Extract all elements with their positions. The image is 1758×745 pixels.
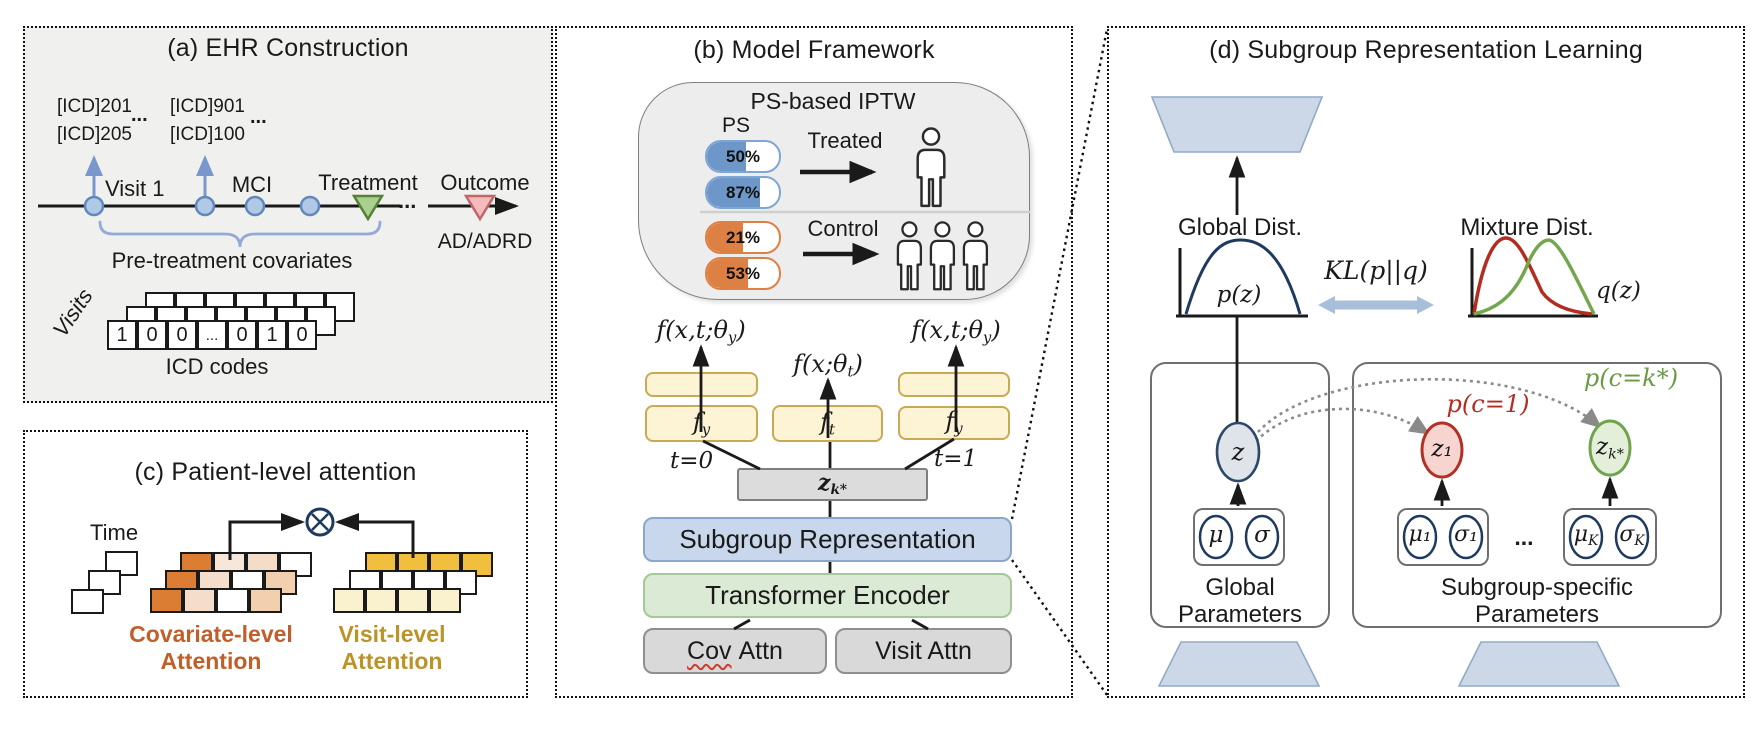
kl-label: KL(p||q) <box>1324 256 1428 285</box>
ps-pill-4: 53% <box>705 257 781 290</box>
matrix-cell: 1 <box>257 320 287 350</box>
sigma-label: σ <box>1254 522 1270 548</box>
iptw-title: PS-based IPTW <box>750 88 916 114</box>
ft-label: ft <box>820 408 835 439</box>
ps-pill-2: 87% <box>705 176 781 209</box>
icd-dots-1: ... <box>131 104 148 126</box>
icd-code-4: [ICD]100 <box>170 124 245 145</box>
ps-pill-3-fill <box>707 223 743 252</box>
ps-pill-3-label: 21% <box>725 227 761 247</box>
pretreatment-label: Pre-treatment covariates <box>111 248 353 273</box>
transformer-encoder-label: Transformer Encoder <box>705 580 950 610</box>
treatment-label: Treatment <box>318 170 418 195</box>
matrix-cell: 0 <box>167 320 197 350</box>
visit-attn-label: Visit Attn <box>875 636 972 665</box>
ad-adrd-label: AD/ADRD <box>437 230 533 253</box>
icd-dots-2: ... <box>250 106 267 128</box>
z1-label: z₁ <box>1431 436 1453 462</box>
visit-attn-box: Visit Attn <box>835 628 1012 674</box>
t0-label: t=0 <box>670 448 714 474</box>
ps-pill-1: 50% <box>705 140 781 173</box>
ps-pill-3: 21% <box>705 221 781 254</box>
global-dist-label: Global Dist. <box>1177 214 1303 241</box>
ps-pill-2-fill <box>707 178 761 207</box>
head-box-right-top <box>898 372 1010 397</box>
fy-left-label: fy <box>692 408 711 439</box>
f-output-left-label: f(x,t;θy) <box>656 316 746 347</box>
sigmaK-label: σK <box>1619 522 1645 550</box>
qz-label: q(z) <box>1596 278 1641 304</box>
subgroup-representation-label: Subgroup Representation <box>679 524 976 554</box>
timeline-dots: ... <box>398 188 417 213</box>
treated-label: Treated <box>807 128 883 153</box>
ps-pill-1-fill <box>707 142 746 171</box>
matrix-cell: 1 <box>107 320 137 350</box>
panel-b-title: (b) Model Framework <box>693 36 935 64</box>
ps-pill-1-label: 50% <box>725 146 761 166</box>
cov-attn-label: Cov Attn <box>687 636 783 665</box>
matrix-cell: 0 <box>227 320 257 350</box>
ps-pill-4-label: 53% <box>725 263 761 283</box>
ps-pill-2-label: 87% <box>725 182 761 202</box>
mu1-label: μ₁ <box>1408 522 1432 547</box>
subgroup-representation-box: Subgroup Representation <box>643 517 1012 562</box>
icd-code-3: [ICD]901 <box>170 96 245 117</box>
cov-attn-box: Cov Attn <box>643 628 827 674</box>
panel-c-title: (c) Patient-level attention <box>134 458 417 486</box>
f-output-mid-label: f(x;θt) <box>793 350 863 381</box>
matrix-cell: ... <box>197 320 227 350</box>
icd-code-1: [ICD]201 <box>57 96 132 117</box>
pz-label: p(z) <box>1216 282 1262 308</box>
panel-a-title: (a) EHR Construction <box>167 34 409 62</box>
pc1-label: p(c=1) <box>1446 390 1530 418</box>
mu-label: μ <box>1208 522 1224 548</box>
icd-code-2: [ICD]205 <box>57 124 132 145</box>
z-label: z <box>1231 438 1245 466</box>
head-box-right-fy <box>898 406 1010 440</box>
control-label: Control <box>807 216 879 241</box>
mci-label: MCI <box>231 172 273 197</box>
outcome-label: Outcome <box>440 170 530 195</box>
fy-right-label: fy <box>945 407 963 438</box>
mixture-dist-label: Mixture Dist. <box>1460 214 1594 241</box>
muK-label: μK <box>1573 522 1599 550</box>
panel-d-title: (d) Subgroup Representation Learning <box>1209 36 1643 64</box>
f-output-right-label: f(x,t;θy) <box>911 316 1001 347</box>
zk-box-label: zk* <box>817 470 848 499</box>
params-dots: ... <box>1514 524 1534 550</box>
pck-label: p(c=k*) <box>1583 364 1679 392</box>
t1-label: t=1 <box>934 446 978 472</box>
visit1-label: Visit 1 <box>105 176 165 201</box>
transformer-encoder-box: Transformer Encoder <box>643 573 1012 618</box>
ps-label: PS <box>722 114 751 137</box>
icd-codes-label: ICD codes <box>165 354 269 379</box>
time-label: Time <box>90 520 139 545</box>
matrix-cell: 0 <box>287 320 317 350</box>
head-box-left-top <box>645 372 758 397</box>
ps-pill-4-fill <box>707 259 749 288</box>
sigma1-label: σ₁ <box>1454 522 1478 547</box>
zk-box <box>737 468 928 501</box>
matrix-cell: 0 <box>137 320 167 350</box>
zk-label: zk* <box>1596 434 1624 463</box>
